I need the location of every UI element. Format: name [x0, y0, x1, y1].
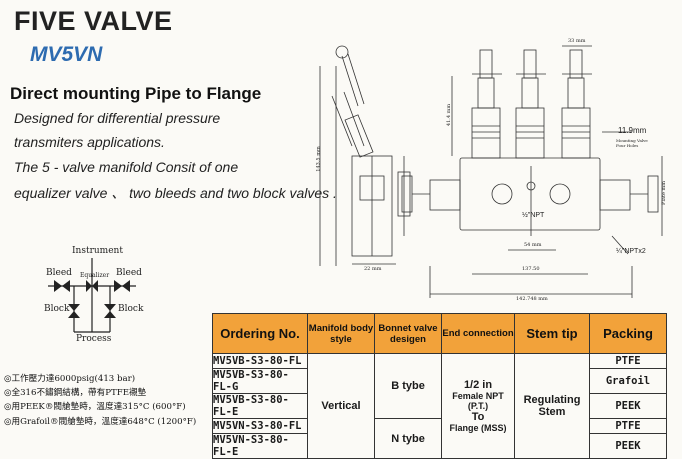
process-label: Process: [76, 334, 112, 344]
description-line: Designed for differential pressure: [14, 110, 221, 126]
spec-line: ◎全316不鏽鋼結構，帶有PTFE襯墊: [4, 388, 147, 398]
table-header-row: Ordering No. Manifold body style Bonnet …: [212, 313, 667, 354]
block-right-label: Block: [118, 304, 144, 314]
header-stem-tip: Stem tip: [514, 313, 590, 354]
dim-left-v2: 41.4 mm: [446, 103, 453, 127]
body-style-cell: Vertical: [307, 353, 375, 459]
dim-54: 54 mm: [524, 242, 542, 248]
instrument-label: Instrument: [72, 246, 123, 256]
packing-cell: Grafoil: [589, 368, 667, 394]
table-row: MV5VB-S3-80-FL Vertical B tybe 1/2 in Fe…: [212, 353, 667, 459]
description-line: transmiters applications.: [14, 134, 165, 150]
spec-line: ◎用Grafoil®閥艙墊時，溫度達648°C (1200°F): [4, 417, 197, 427]
ordering-table: Ordering No. Manifold body style Bonnet …: [212, 313, 667, 459]
packing-cell: PTFE: [589, 418, 667, 434]
drawing-lines: [319, 45, 663, 298]
dim-right-v: Plate mm: [660, 181, 667, 205]
page-title: FIVE VALVE: [14, 6, 173, 36]
header-ordering-no: Ordering No.: [212, 313, 308, 354]
table-row: MV5VB-S3-80-FL-E PEEK: [212, 393, 667, 419]
description-line: equalizer valve 、 two bleeds and two blo…: [14, 185, 337, 201]
block-left-label: Block: [44, 304, 70, 314]
valve-schematic: Instrument Bleed Bleed Equalizer Block B…: [34, 244, 154, 344]
bonnet-b-cell: B tybe: [374, 353, 442, 419]
end-connection-line: Female NPT (P.T.): [452, 391, 504, 411]
schematic-lines: [48, 258, 136, 333]
dim-137: 137.50: [522, 266, 540, 272]
packing-cell: PEEK: [589, 433, 667, 459]
dim-11-9: 11.9mm: [618, 126, 647, 135]
end-connection-line: To: [471, 411, 485, 423]
stem-tip-line: Stem: [538, 406, 566, 418]
section-heading: Direct mounting Pipe to Flange: [10, 84, 262, 103]
description-line: The 5 - valve manifold Consit of one: [14, 159, 239, 175]
header-bonnet: Bonnet valve desigen: [374, 313, 442, 354]
dim-left-v: 143.5 mm: [315, 146, 322, 172]
stem-tip-line: Regulating: [523, 394, 581, 406]
ordering-number: MV5VB-S3-80-FL-G: [212, 368, 308, 394]
header-end-connection: End connection: [441, 313, 515, 354]
stem-tip-cell: Regulating Stem: [514, 353, 590, 459]
dim-142: 142.748 mm: [516, 296, 548, 302]
bleed-left-label: Bleed: [46, 268, 72, 278]
packing-cell: PEEK: [589, 393, 667, 419]
mounting-note: Mounting Valve Four Holes: [616, 138, 648, 148]
npt-x2: ¼"NPTx2: [616, 248, 646, 255]
bleed-right-label: Bleed: [116, 268, 142, 278]
table-row: MV5VN-S3-80-FL N tybe PTFE: [212, 418, 667, 459]
spec-line: ◎用PEEK®閥艙墊時，溫度達315°C (600°F): [4, 402, 186, 412]
bonnet-n-cell: N tybe: [374, 418, 442, 459]
end-connection-line: 1/2 in: [463, 379, 493, 391]
end-connection-line: Flange (MSS): [449, 423, 507, 433]
header-packing: Packing: [589, 313, 667, 354]
spec-line: ◎工作壓力達6000psig(413 bar): [4, 374, 136, 384]
dim-22: 22 mm: [364, 266, 382, 272]
dim-top: 33 mm: [568, 38, 586, 44]
model-name: MV5VN: [30, 43, 103, 66]
npt-center: ½"NPT: [522, 212, 545, 219]
equalizer-label: Equalizer: [80, 272, 110, 279]
ordering-number: MV5VB-S3-80-FL-E: [212, 393, 308, 419]
ordering-number: MV5VN-S3-80-FL: [212, 418, 308, 434]
end-connection-cell: 1/2 in Female NPT (P.T.) To Flange (MSS): [441, 353, 515, 459]
ordering-number: MV5VB-S3-80-FL: [212, 353, 308, 369]
header-body-style: Manifold body style: [307, 313, 375, 354]
packing-cell: PTFE: [589, 353, 667, 369]
technical-drawing: 33 mm 11.9mm Mounting Valve Four Holes ½…: [312, 36, 678, 308]
ordering-number: MV5VN-S3-80-FL-E: [212, 433, 308, 459]
